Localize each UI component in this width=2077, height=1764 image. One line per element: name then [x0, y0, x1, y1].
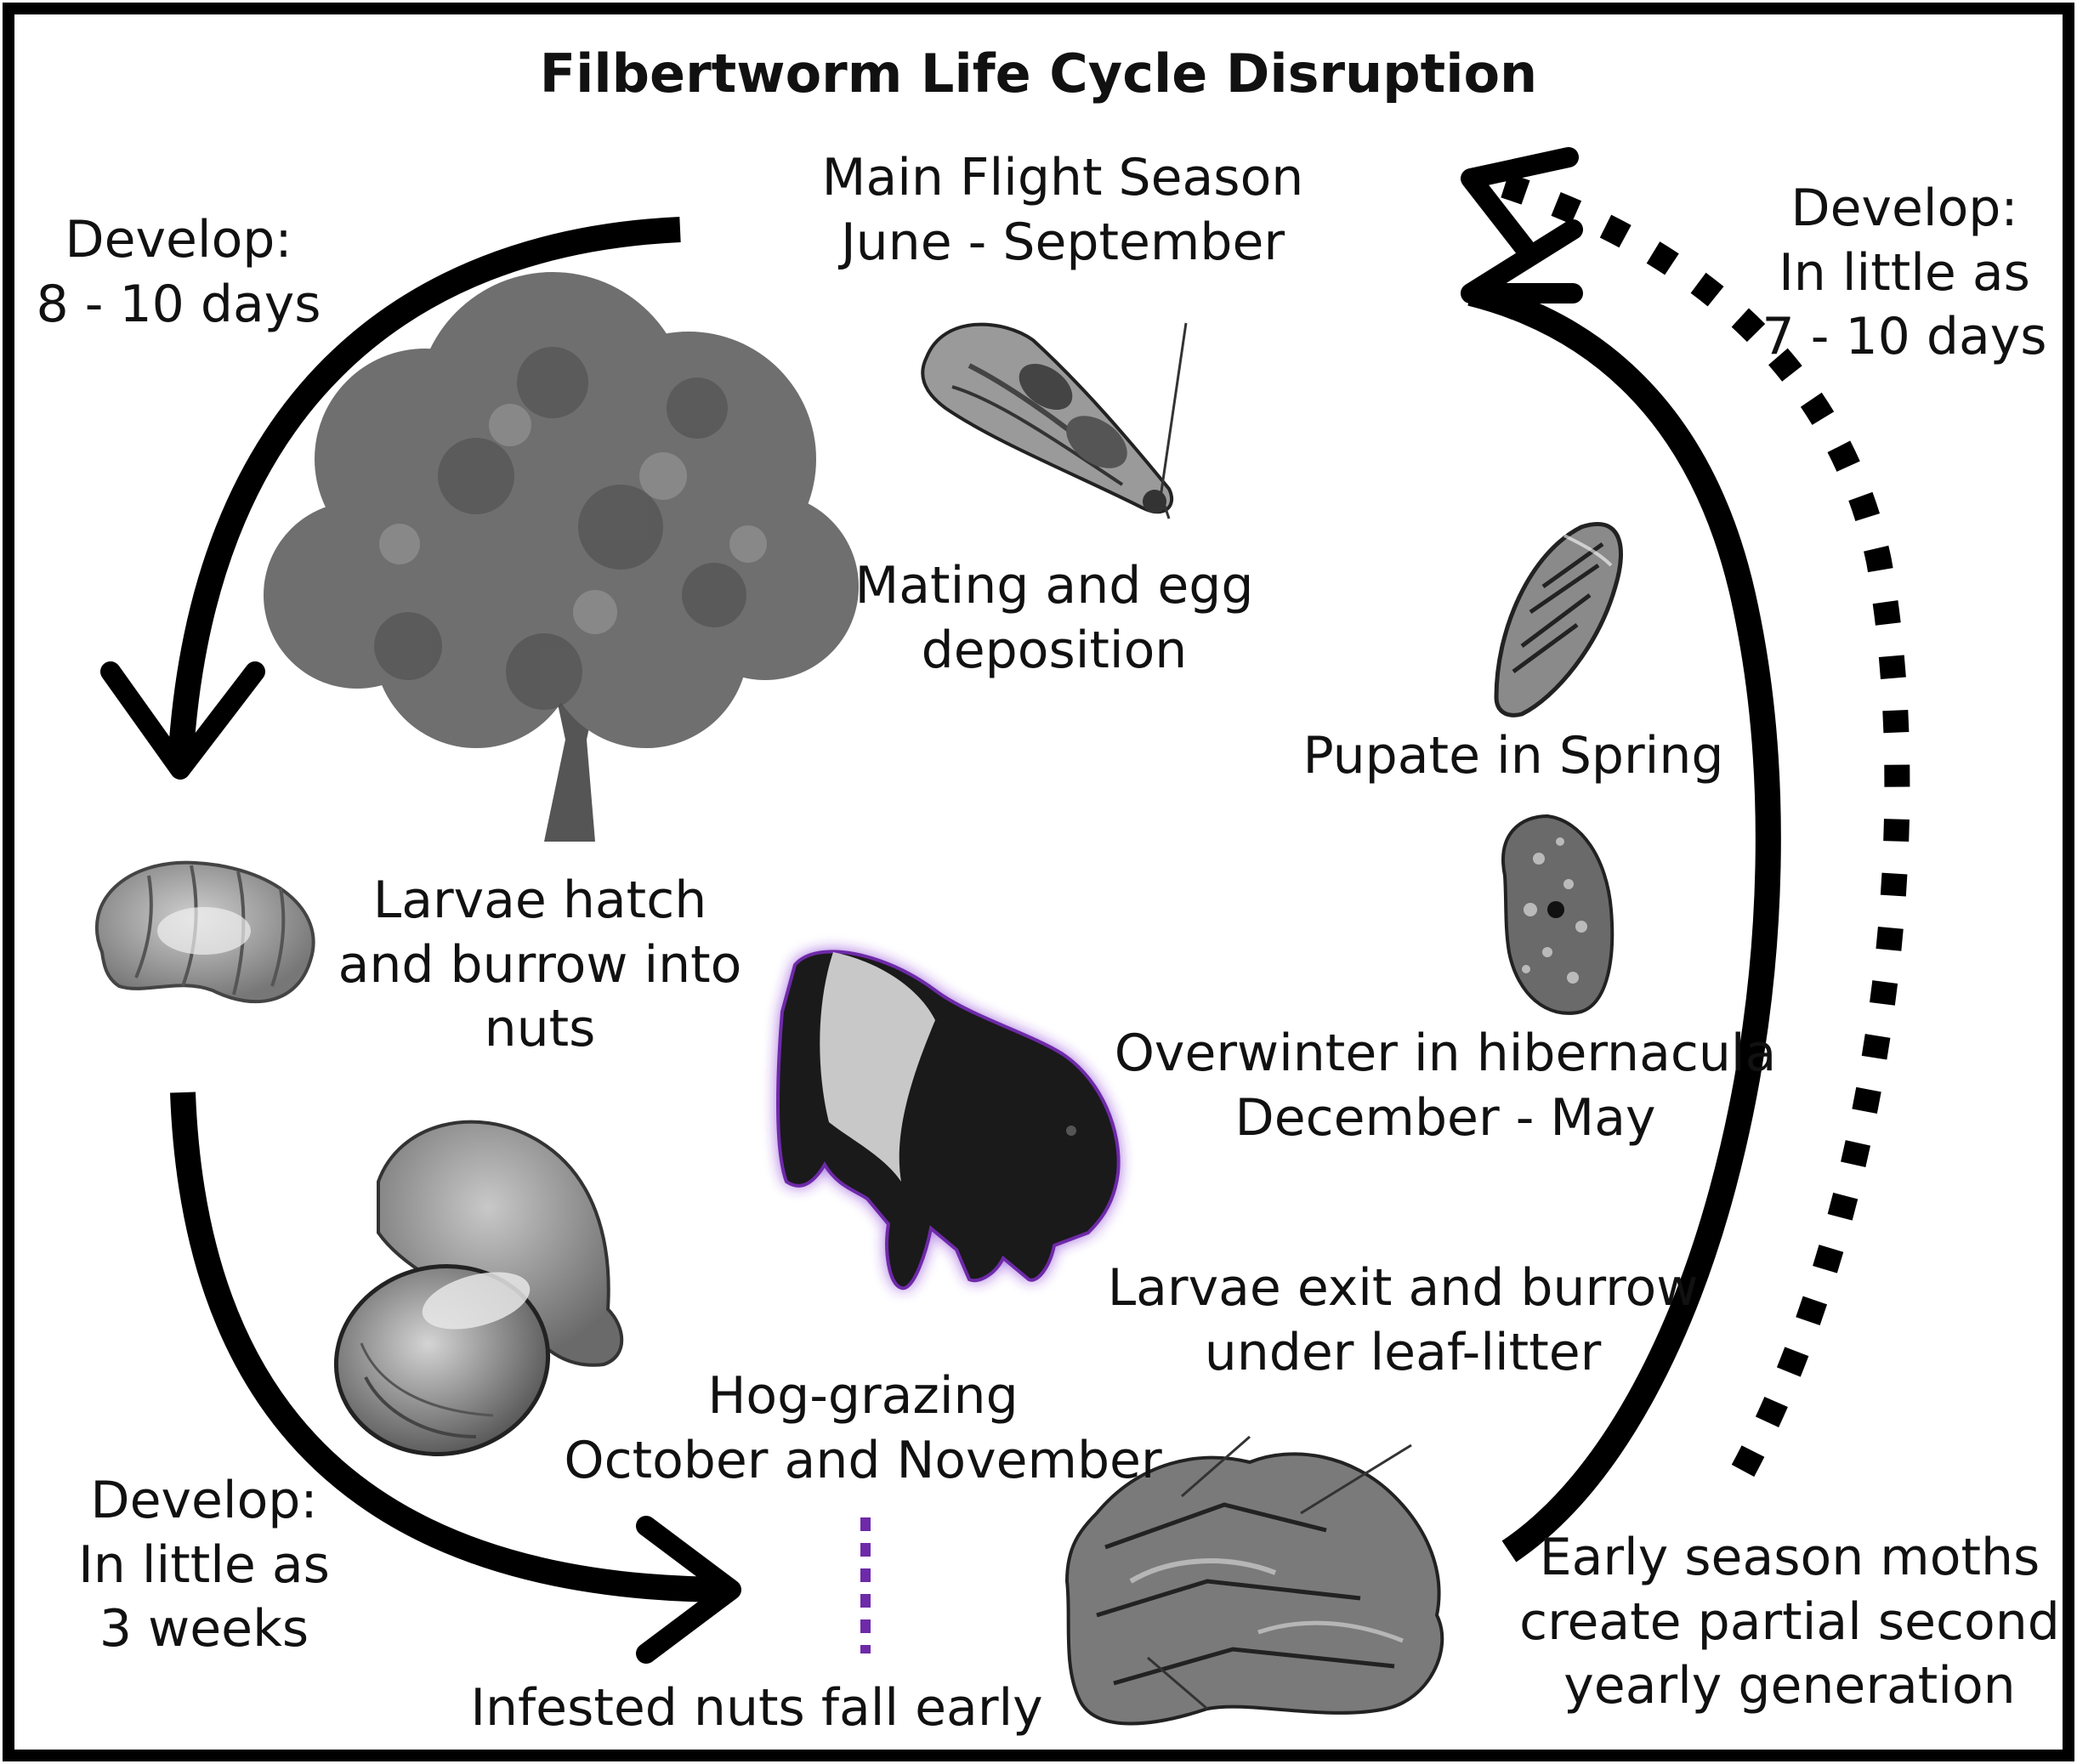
diagram-title: Filbertworm Life Cycle Disruption	[0, 41, 2077, 107]
moth-icon	[922, 323, 1186, 519]
label-early-season: Early season moths create partial second…	[1513, 1526, 2066, 1719]
label-overwinter: Overwinter in hibernacula December - May	[1088, 1022, 1802, 1150]
label-develop-right-top: Develop: In little as 7 - 10 days	[1743, 177, 2066, 370]
label-mating: Mating and egg deposition	[816, 554, 1292, 683]
larva-icon	[97, 863, 314, 1002]
pupa-icon	[1496, 524, 1621, 715]
label-pupate: Pupate in Spring	[1275, 724, 1751, 789]
label-develop-left-bottom: Develop: In little as 3 weeks	[34, 1469, 374, 1662]
label-develop-left-top: Develop: 8 - 10 days	[26, 208, 332, 337]
label-larvae-hatch: Larvae hatch and burrow into nuts	[315, 869, 765, 1062]
hibernaculum-icon	[1503, 816, 1612, 1013]
label-hog-grazing: Hog-grazing October and November	[527, 1364, 1199, 1493]
label-infested-nuts: Infested nuts fall early	[442, 1676, 1071, 1741]
label-flight-season: Main Flight Season June - September	[765, 146, 1360, 275]
hog-icon	[778, 951, 1119, 1288]
